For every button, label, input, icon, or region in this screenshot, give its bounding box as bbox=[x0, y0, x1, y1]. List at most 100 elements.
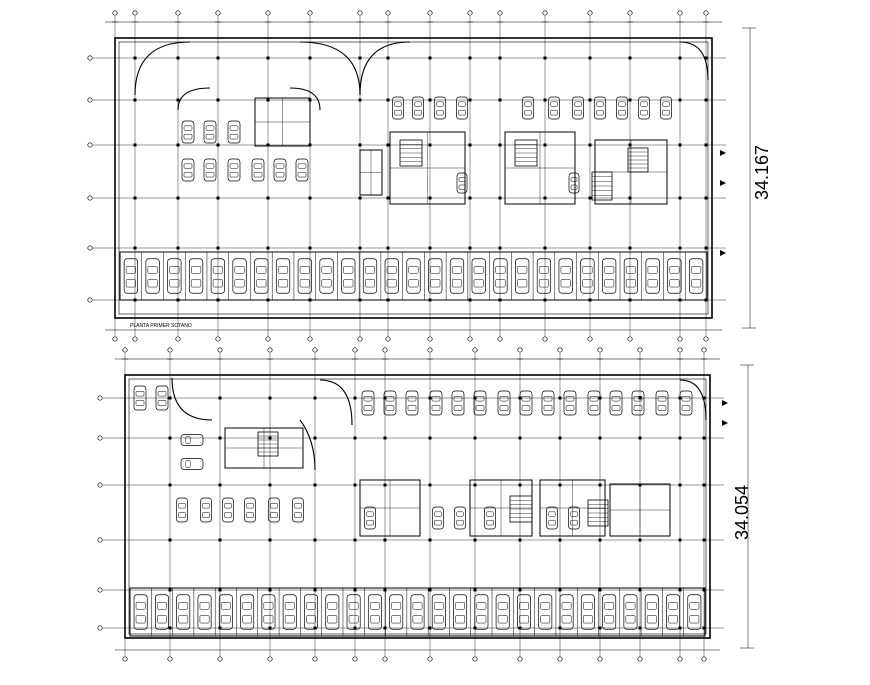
column bbox=[176, 246, 180, 250]
column bbox=[383, 436, 387, 440]
stair-icon bbox=[509, 495, 533, 523]
ramp-curve bbox=[289, 87, 321, 111]
column bbox=[598, 588, 602, 592]
grid-bubble-icon bbox=[132, 10, 138, 16]
grid-bubble-icon bbox=[382, 347, 388, 353]
car-icon bbox=[362, 258, 378, 294]
grid-bubble-icon bbox=[97, 625, 103, 631]
column bbox=[428, 396, 432, 400]
car-icon bbox=[176, 497, 188, 523]
car-icon bbox=[474, 594, 489, 630]
grid-bubble-icon bbox=[701, 656, 707, 662]
car-icon bbox=[292, 497, 304, 523]
column bbox=[353, 396, 357, 400]
car-icon bbox=[346, 594, 361, 630]
car-icon bbox=[145, 258, 160, 294]
column bbox=[598, 436, 602, 440]
car-icon bbox=[176, 594, 191, 630]
car-icon bbox=[210, 258, 225, 294]
column bbox=[313, 588, 317, 592]
car-icon bbox=[432, 506, 444, 530]
column bbox=[308, 56, 312, 60]
grid-bubble-icon bbox=[307, 336, 313, 342]
column bbox=[468, 98, 472, 102]
car-icon bbox=[563, 390, 577, 416]
grid-bubble-icon bbox=[97, 435, 103, 441]
column bbox=[702, 588, 706, 592]
column bbox=[543, 56, 547, 60]
car-icon bbox=[667, 258, 682, 294]
grid-bubble-icon bbox=[122, 347, 128, 353]
grid-bubble-icon bbox=[217, 656, 223, 662]
column bbox=[498, 298, 502, 302]
car-icon bbox=[392, 96, 404, 120]
grid-bubble-icon bbox=[382, 656, 388, 662]
column bbox=[218, 483, 222, 487]
grid-bubble-icon bbox=[175, 10, 181, 16]
car-icon bbox=[133, 594, 148, 630]
column bbox=[638, 483, 642, 487]
column bbox=[678, 396, 682, 400]
ramp-curve bbox=[177, 87, 211, 111]
car-icon bbox=[454, 506, 466, 530]
column bbox=[358, 56, 362, 60]
car-icon bbox=[123, 258, 138, 294]
car-icon bbox=[434, 96, 446, 120]
column bbox=[428, 98, 432, 102]
column bbox=[218, 588, 222, 592]
car-icon bbox=[240, 594, 255, 630]
grid-bubble-icon bbox=[385, 336, 391, 342]
grid-bubble-icon bbox=[701, 347, 707, 353]
column bbox=[353, 626, 357, 630]
plan-lower bbox=[97, 347, 754, 662]
car-icon bbox=[383, 390, 397, 416]
column bbox=[473, 436, 477, 440]
ramp-curve bbox=[319, 379, 353, 426]
column bbox=[598, 538, 602, 542]
column bbox=[678, 246, 682, 250]
stair-icon bbox=[587, 499, 609, 527]
column bbox=[216, 246, 220, 250]
car-icon bbox=[406, 258, 421, 294]
plan-upper bbox=[87, 10, 756, 426]
grid-bubble-icon bbox=[517, 347, 523, 353]
car-icon bbox=[587, 390, 601, 416]
car-icon bbox=[319, 258, 334, 294]
car-icon bbox=[361, 390, 375, 416]
column bbox=[313, 538, 317, 542]
grid-bubble-icon bbox=[217, 347, 223, 353]
grid-bubble-icon bbox=[542, 336, 548, 342]
grid-bubble-icon bbox=[312, 347, 318, 353]
car-icon bbox=[325, 594, 340, 630]
grid-bubble-icon bbox=[267, 347, 273, 353]
car-icon bbox=[181, 158, 195, 182]
column bbox=[428, 56, 432, 60]
parking-row bbox=[129, 587, 706, 637]
ramp-curve bbox=[359, 41, 411, 96]
column bbox=[386, 196, 390, 200]
car-icon bbox=[456, 172, 468, 194]
column bbox=[268, 436, 272, 440]
car-icon bbox=[495, 594, 510, 630]
car-icon bbox=[645, 258, 660, 294]
column bbox=[353, 588, 357, 592]
grid-bubble-icon bbox=[427, 347, 433, 353]
column bbox=[518, 483, 522, 487]
grid-bubble-icon bbox=[703, 10, 709, 16]
grid-bubble-icon bbox=[677, 656, 683, 662]
column bbox=[588, 298, 592, 302]
column bbox=[313, 436, 317, 440]
ramp-curve bbox=[679, 379, 707, 421]
column bbox=[704, 298, 708, 302]
column bbox=[702, 436, 706, 440]
car-icon bbox=[180, 458, 204, 470]
grid-bubble-icon bbox=[267, 656, 273, 662]
car-icon bbox=[261, 594, 276, 630]
car-icon bbox=[638, 96, 650, 120]
column bbox=[268, 483, 272, 487]
ramp-curve bbox=[134, 41, 191, 96]
column bbox=[558, 588, 562, 592]
car-icon bbox=[133, 385, 147, 411]
column bbox=[704, 98, 708, 102]
column bbox=[628, 246, 632, 250]
